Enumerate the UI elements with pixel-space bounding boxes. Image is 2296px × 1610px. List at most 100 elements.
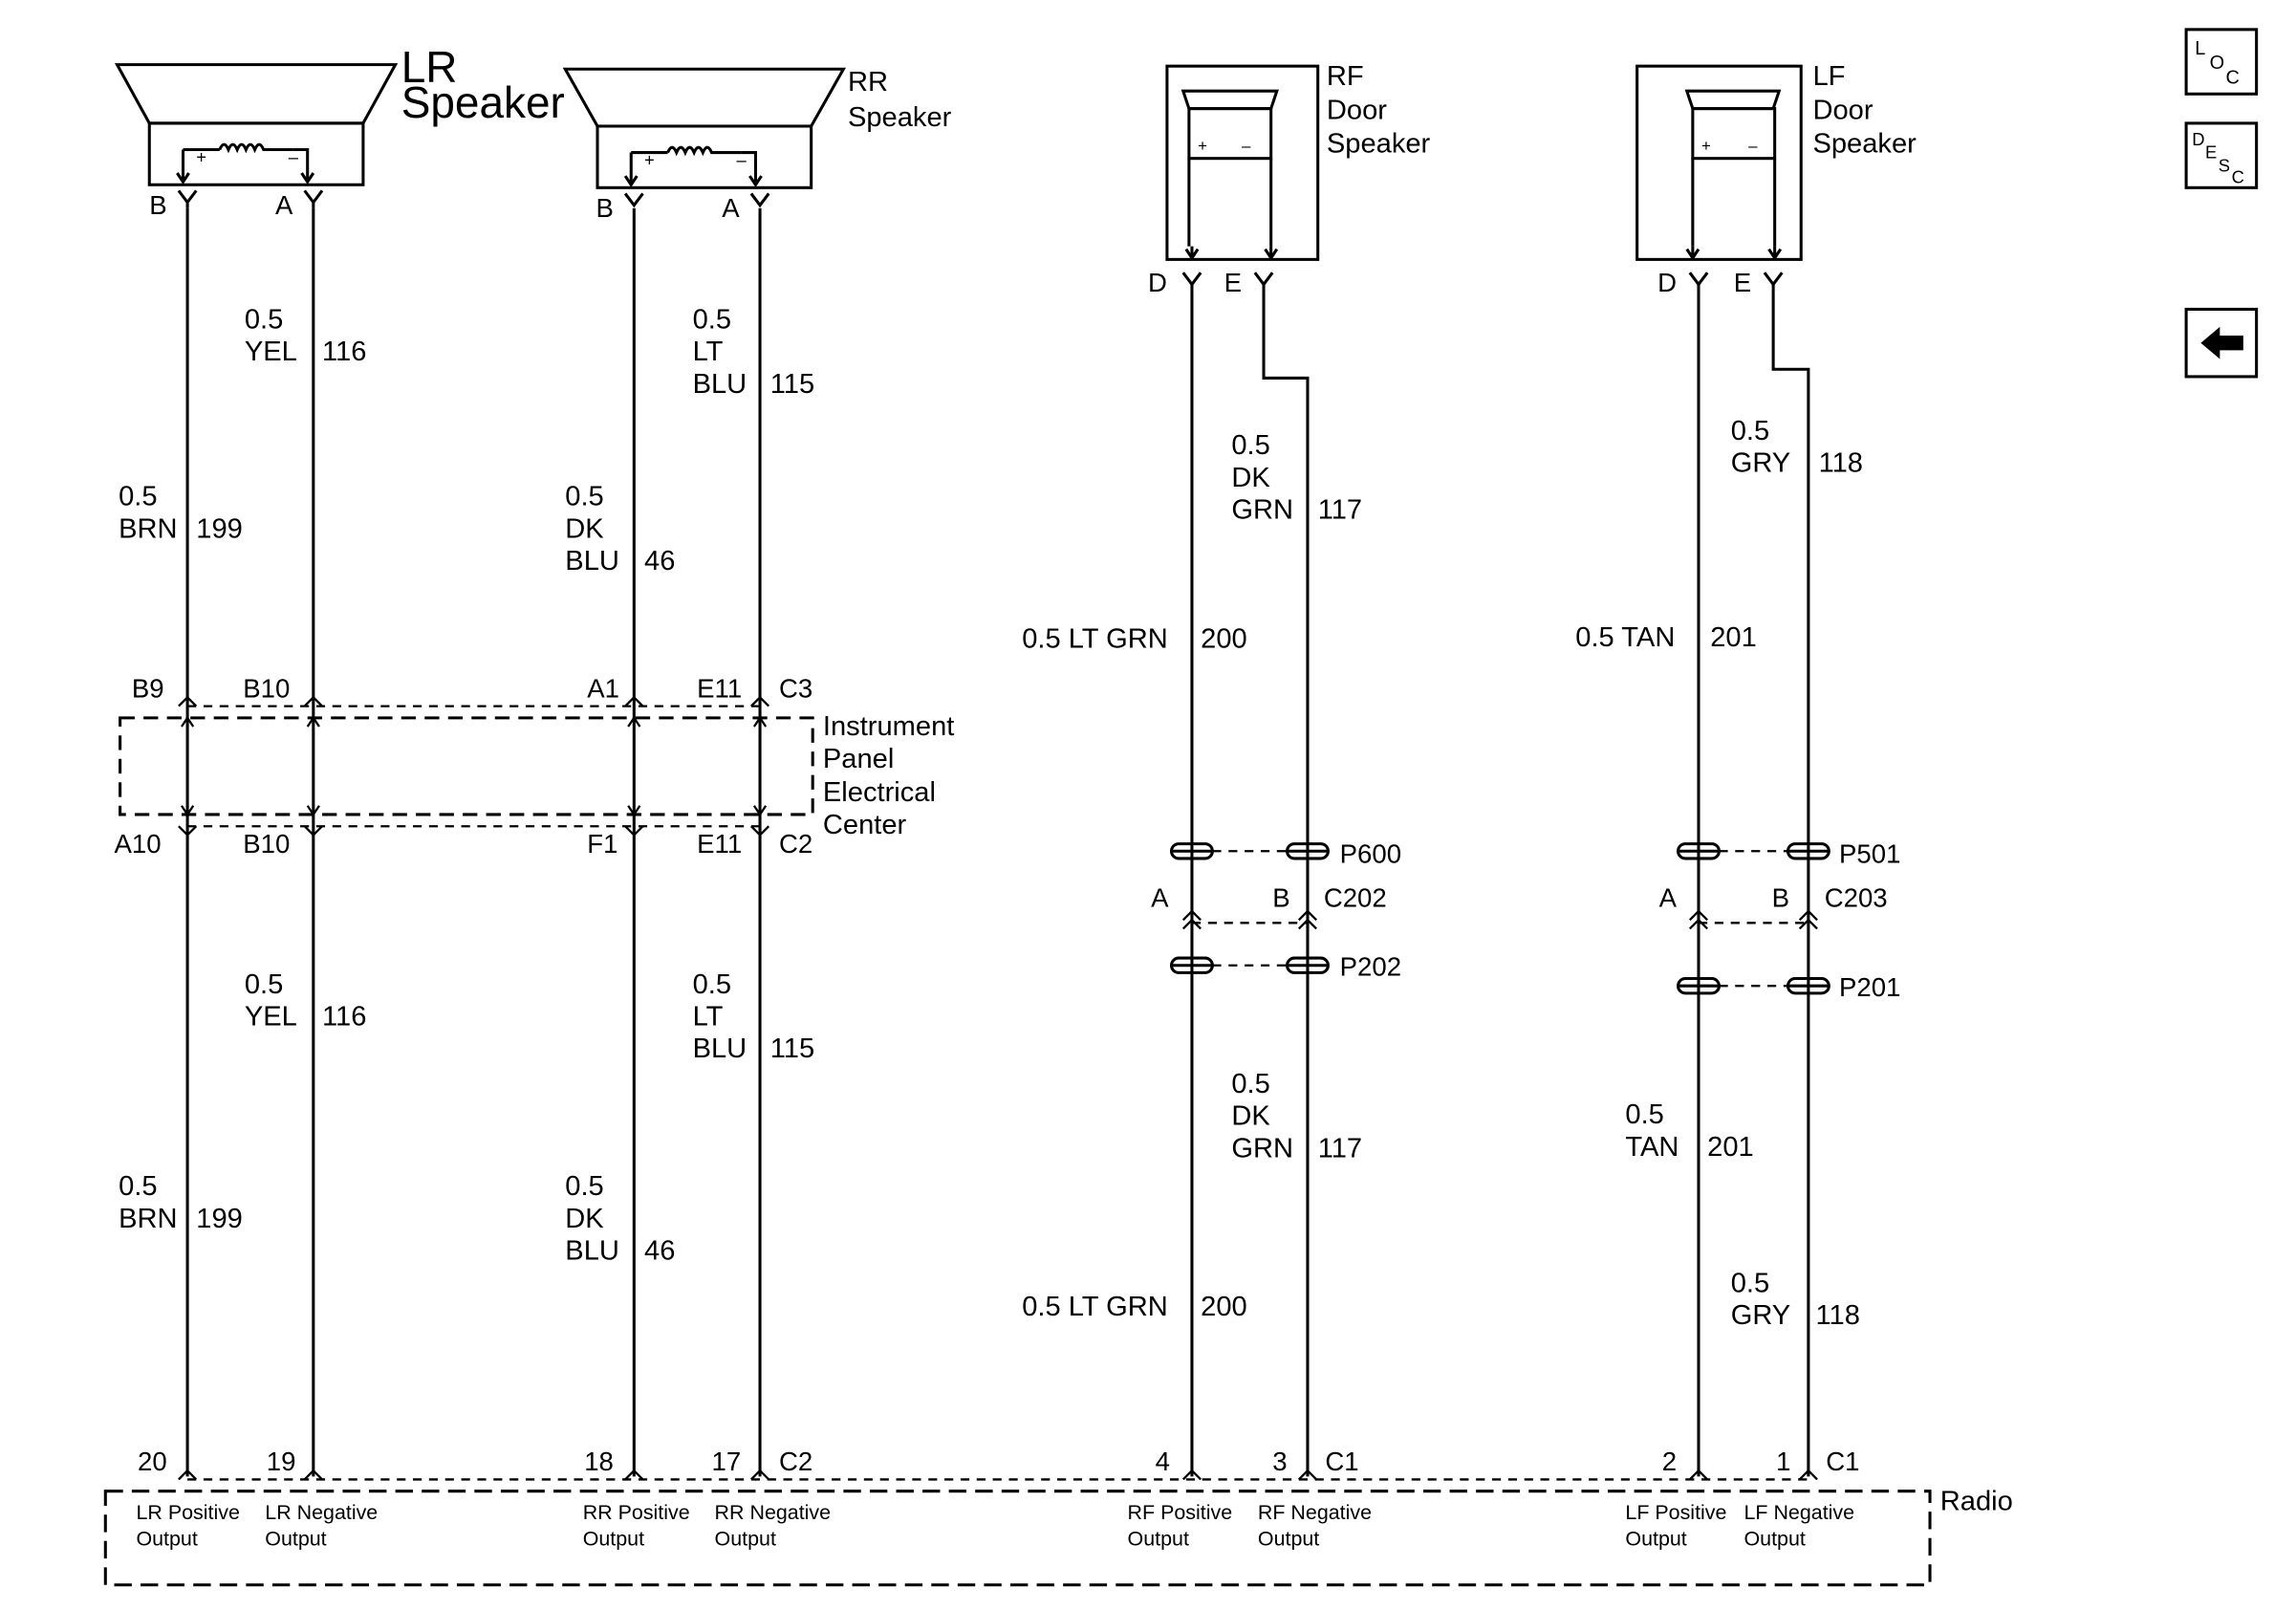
wire-circuit: 117 <box>1318 1133 1362 1164</box>
ipec-label-1: Instrument <box>823 711 954 742</box>
rr-minus-label: – <box>737 149 747 169</box>
rf-speaker-name: RF <box>1327 61 1364 92</box>
ipec-pin: E11 <box>697 673 742 703</box>
ipec-label-3: Electrical <box>823 777 936 808</box>
wire-circuit: 118 <box>1816 1300 1860 1331</box>
desc-letter: E <box>2205 142 2217 163</box>
radio-box <box>103 1490 1932 1587</box>
output-label: RR Negative <box>715 1501 832 1524</box>
output-label: LR Negative <box>265 1501 378 1524</box>
wire-label-rf-pos-top: 0.5 LT GRN 200 <box>1022 623 1246 654</box>
ipec-pin: A1 <box>587 673 619 703</box>
wire-label-rr-neg-bot: 0.5 LT BLU 115 <box>693 969 815 1064</box>
wire-label-rf-pos-bot: 0.5 LT GRN 200 <box>1022 1292 1246 1322</box>
wire-size: 0.5 <box>565 482 603 512</box>
back-button[interactable] <box>2184 307 2259 379</box>
connector-p201: P201 <box>1839 972 1900 1002</box>
description-button[interactable]: D E S C <box>2184 121 2259 189</box>
wire-label-lr-neg-top: 0.5 YEL 116 <box>245 304 367 367</box>
output-label: Output <box>715 1527 776 1550</box>
output-label: Output <box>1128 1527 1189 1550</box>
lr-speaker-label: Speaker <box>401 77 565 127</box>
wire-color-2: BLU <box>693 1033 747 1064</box>
wire-circuit: 200 <box>1201 1292 1247 1322</box>
radio-connector-c1: C1 <box>1826 1447 1859 1476</box>
ipec-connector-c2: C2 <box>779 829 812 859</box>
location-icon: L O C <box>2195 38 2240 89</box>
rf-speaker-label-2: Door <box>1327 95 1387 125</box>
wire-color: BRN <box>119 1204 177 1234</box>
connector-pin-a: A <box>1659 882 1678 912</box>
wire-color-2: GRN <box>1231 495 1293 526</box>
wire-color: GRY <box>1731 447 1791 478</box>
radio-pin: 18 <box>584 1447 614 1476</box>
wire-size: 0.5 <box>245 969 283 1000</box>
connector-p600: P600 <box>1340 839 1401 869</box>
output-label: LF Negative <box>1744 1501 1854 1524</box>
ipec-box <box>119 716 814 816</box>
output-label: Output <box>136 1527 197 1550</box>
rr-voice-coil-icon <box>666 145 742 157</box>
wire-color-1: DK <box>565 1204 604 1234</box>
wire-color-2: BLU <box>565 1236 619 1267</box>
connector-pin-b: B <box>1272 882 1289 912</box>
wire-size: 0.5 <box>1231 1069 1269 1099</box>
location-button[interactable]: L O C <box>2184 28 2259 96</box>
output-label: RR Positive <box>583 1501 690 1524</box>
lr-pin-a: A <box>275 190 293 220</box>
wire-label-lf-neg-bot: 0.5 GRY 118 <box>1731 1268 1860 1331</box>
wire-color-1: LT <box>693 1002 724 1033</box>
lf-minus-label: – <box>1748 137 1758 155</box>
lf-plus-label: + <box>1701 137 1711 155</box>
radio-connector-c1: C1 <box>1325 1447 1358 1476</box>
output-label: LR Positive <box>136 1501 239 1524</box>
ipec-pin: A10 <box>114 829 161 859</box>
lr-voice-coil-icon <box>218 142 293 154</box>
lf-speaker-label-3: Speaker <box>1812 129 1917 160</box>
lr-speaker-name: LR <box>401 42 458 92</box>
desc-letter: S <box>2219 155 2230 175</box>
back-arrow-icon <box>2200 326 2243 359</box>
wire-circuit: 201 <box>1707 1132 1754 1163</box>
lr-speaker <box>114 63 399 186</box>
wire-color-1: LT <box>693 337 724 367</box>
ipec-label: Instrument Panel Electrical Center <box>823 711 954 840</box>
ipec-pin: F1 <box>587 829 617 859</box>
rr-plus-label: + <box>644 149 655 169</box>
wire-label-rf-neg-bot: 0.5 DK GRN 117 <box>1231 1069 1362 1164</box>
output-label: RF Negative <box>1258 1501 1372 1524</box>
lf-negative-wire <box>1763 272 1810 1477</box>
description-icon: D E S C <box>2192 129 2244 187</box>
wire-circuit: 46 <box>644 1236 675 1267</box>
wire-color-1: DK <box>1231 1101 1270 1132</box>
desc-letter: D <box>2192 129 2204 149</box>
loc-letter: L <box>2195 38 2205 59</box>
wire-circuit: 118 <box>1819 447 1863 478</box>
rf-pin-d: D <box>1148 268 1167 297</box>
lr-plus-label: + <box>196 146 206 166</box>
radio-pin: 17 <box>711 1447 741 1476</box>
wire-circuit: 117 <box>1318 495 1362 526</box>
desc-letter: C <box>2232 167 2244 187</box>
output-label: Output <box>1258 1527 1319 1550</box>
wire-circuit: 199 <box>196 513 243 544</box>
wire-circuit: 201 <box>1710 622 1757 653</box>
wire-color: GRY <box>1731 1300 1791 1331</box>
radio-pin: 19 <box>267 1447 296 1476</box>
lf-pin-e: E <box>1734 268 1751 297</box>
lr-pin-b: B <box>149 190 166 220</box>
wire-label-rr-pos-bot: 0.5 DK BLU 46 <box>565 1171 675 1266</box>
wire-label: 0.5 LT GRN <box>1022 1292 1168 1322</box>
wire-circuit: 116 <box>322 337 366 367</box>
ipec-pin: B10 <box>243 673 290 703</box>
output-label: Output <box>265 1527 326 1550</box>
wire-size: 0.5 <box>565 1171 603 1202</box>
lf-door-speaker <box>1635 64 1803 261</box>
lf-positive-wire <box>1688 272 1709 1477</box>
radio-output-labels: LR Positive Output LR Negative Output RR… <box>136 1501 1854 1551</box>
wire-size: 0.5 <box>1731 416 1769 446</box>
wire-color-1: DK <box>1231 463 1270 493</box>
wire-label-lr-pos-bot: 0.5 BRN 199 <box>119 1171 243 1234</box>
rf-minus-label: – <box>1242 137 1251 155</box>
connector-c203: C203 <box>1825 882 1888 912</box>
